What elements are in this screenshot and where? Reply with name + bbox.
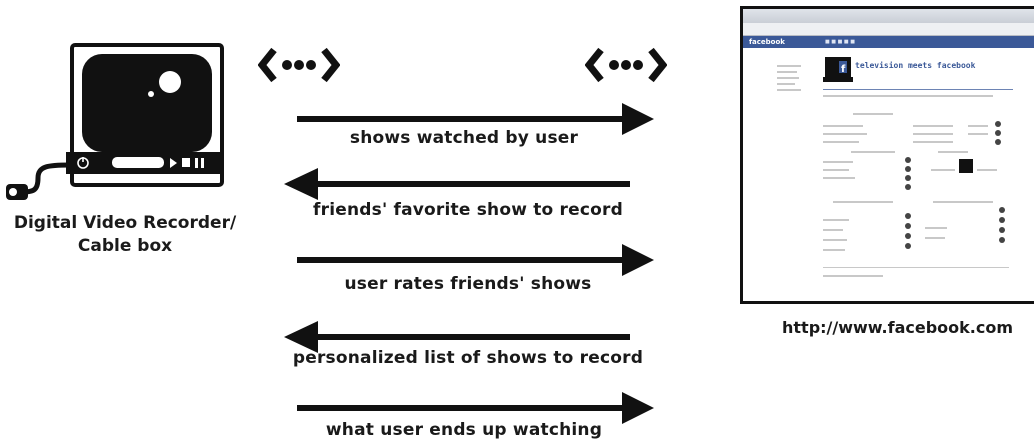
app-tv-icon: f [823,55,853,85]
browser-urlbar [743,23,1034,36]
svg-text:f: f [841,64,846,75]
message-label-5: what user ends up watching [264,420,664,440]
facebook-url: http://www.facebook.com [782,318,1013,337]
message-label-4: personalized list of shows to record [268,348,668,368]
facebook-sidebar [777,61,805,121]
facebook-logo: facebook [743,38,785,46]
dvr-caption-line2: Cable box [10,235,240,258]
facebook-screenshot: facebook ■ ■ ■ ■ ■ f television meets fa… [740,6,1034,304]
message-label-2: friends' favorite show to record [268,200,668,220]
facebook-header: facebook ■ ■ ■ ■ ■ [743,36,1034,48]
browser-tabbar [743,9,1034,23]
signal-waves-icon [585,44,667,86]
message-label-1: shows watched by user [264,128,664,148]
message-label-3: user rates friends' shows [268,274,668,294]
app-title: television meets facebook [855,61,975,70]
dvr-tv-icon [0,40,240,210]
dvr-caption: Digital Video Recorder/ Cable box [10,212,240,258]
signal-waves-icon [258,44,340,86]
arrow-right-3 [297,244,654,276]
arrow-left-2 [284,168,630,200]
dvr-caption-line1: Digital Video Recorder/ [10,212,240,235]
